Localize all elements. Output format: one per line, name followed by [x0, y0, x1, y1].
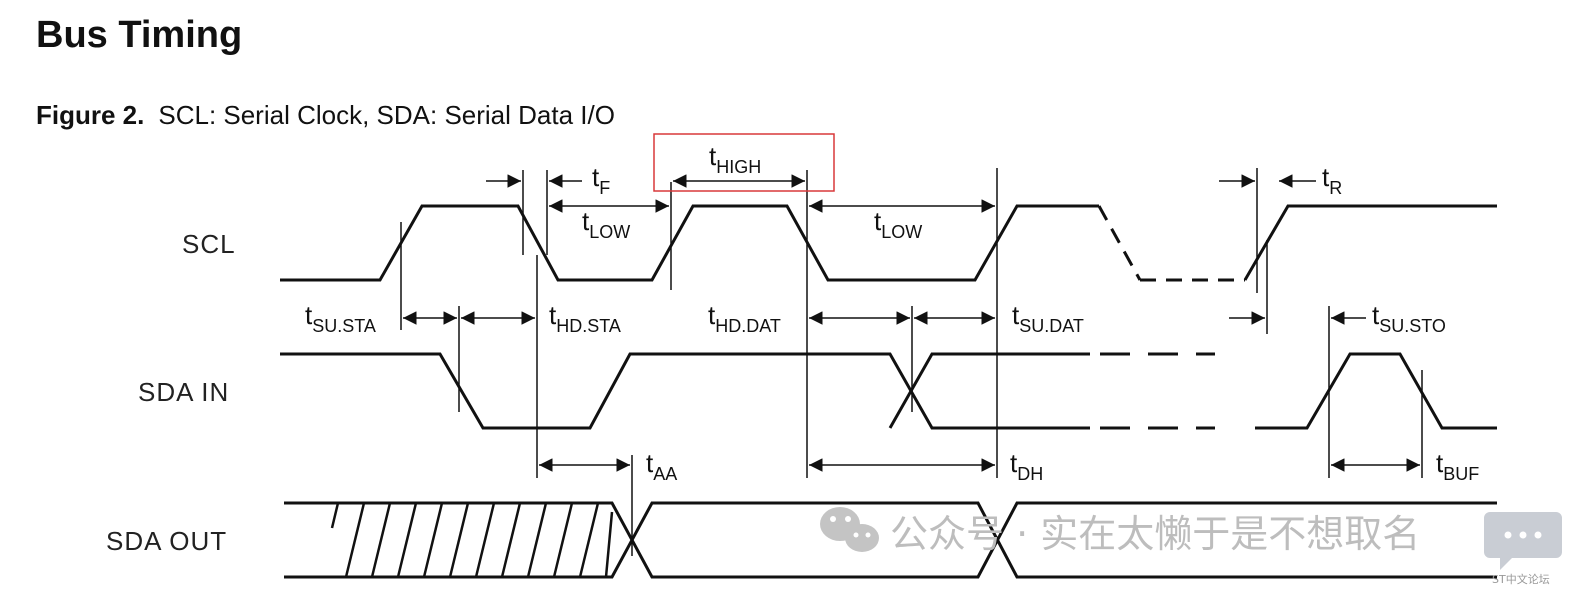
- sda-in-stop-pulse: [1255, 352, 1497, 430]
- watermark: 公众号 · 实在太懒于是不想取名 ST中文论坛: [820, 507, 1562, 586]
- reference-lines: [400, 168, 1423, 556]
- highlight-box: [653, 133, 835, 192]
- section-heading: Bus Timing: [36, 14, 243, 56]
- watermark-text: 公众号 · 实在太懒于是不想取名: [890, 512, 1420, 556]
- sda-in-high-segment: [280, 352, 1090, 430]
- figure-number: Figure 2.: [36, 100, 145, 130]
- wechat-icon: [820, 507, 879, 552]
- sda-in-cross-upper: [888, 352, 1090, 429]
- chat-bubble-icon: [1484, 512, 1562, 570]
- label-t-su-sta: tSU.STA: [305, 300, 376, 336]
- label-t-f: tF: [592, 162, 610, 198]
- label-t-high: tHIGH: [709, 141, 761, 177]
- label-t-r: tR: [1322, 162, 1342, 198]
- label-t-buf: tBUF: [1436, 448, 1479, 484]
- label-t-aa: tAA: [646, 448, 677, 484]
- scl-waveform: [280, 204, 1099, 282]
- sda-out-hatch: [330, 502, 614, 578]
- label-t-dh: tDH: [1010, 448, 1043, 484]
- label-t-hd-sta: tHD.STA: [549, 300, 621, 336]
- watermark-small-text: ST中文论坛: [1492, 572, 1550, 586]
- label-t-su-sto: tSU.STO: [1372, 300, 1446, 336]
- scl-waveform-end: [1243, 204, 1497, 281]
- label-t-low-2: tLOW: [874, 206, 922, 242]
- label-t-su-dat: tSU.DAT: [1012, 300, 1084, 336]
- signal-label-sda-in: SDA IN: [138, 377, 229, 407]
- signal-label-scl: SCL: [182, 229, 236, 259]
- sda-out-bottom: [284, 501, 1497, 579]
- figure-caption-text: SCL: Serial Clock, SDA: Serial Data I/O: [158, 100, 615, 130]
- timing-arrows: [403, 174, 1420, 472]
- scl-dashed-fall: [1097, 205, 1142, 281]
- figure-caption: Figure 2. SCL: Serial Clock, SDA: Serial …: [36, 100, 615, 131]
- sda-out-top: [284, 501, 1497, 579]
- label-t-hd-dat: tHD.DAT: [708, 300, 781, 336]
- signal-label-sda-out: SDA OUT: [106, 526, 227, 556]
- label-t-low-1: tLOW: [582, 206, 630, 242]
